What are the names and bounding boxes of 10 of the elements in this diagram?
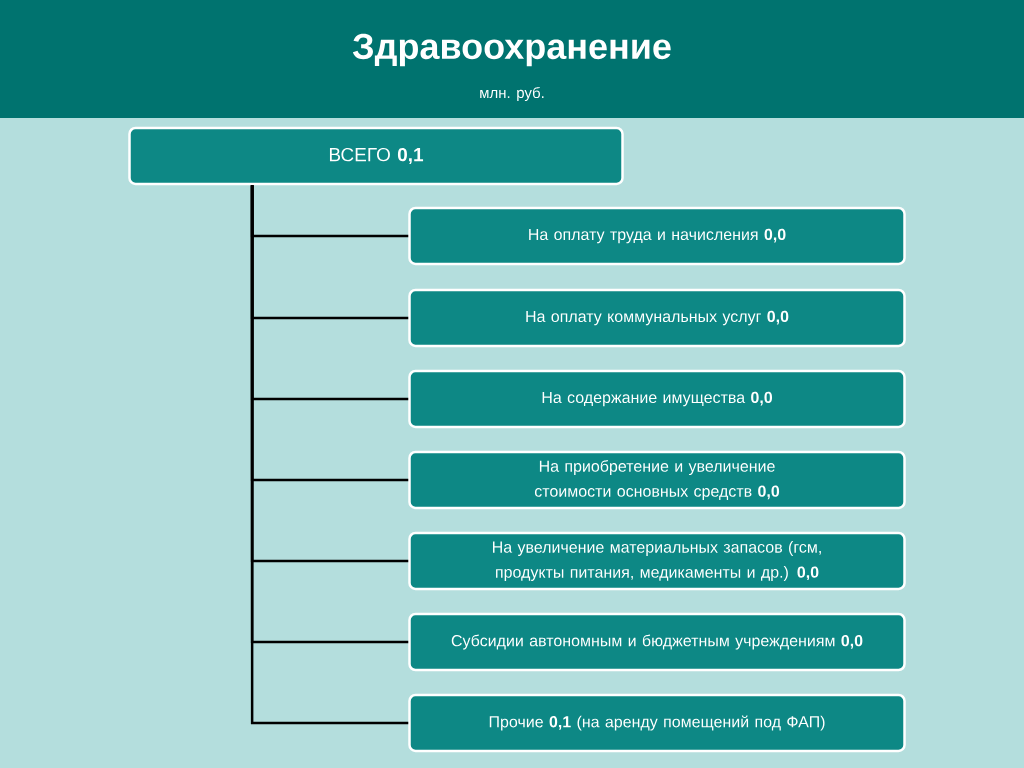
category-box: На приобретение и увеличение стоимости основных средств 0,0 [408,450,906,510]
unit-label: млн. руб. [480,86,544,102]
category-box: На увеличение материальных запасов (гсм, продукты питания, медикаменты и др.) 0,0 [408,531,906,591]
category-box: ВСЕГО 0,1 [128,126,624,186]
title: Здравоохранение [352,33,671,67]
category-box: Субсидии автономным и бюджетным учреждениям 0,0 [408,612,906,672]
category-box: Прочие 0,1 (на аренду помещений под ФАП) [408,693,906,753]
category-box: На оплату коммунальных услуг 0,0 [408,288,906,348]
category-box: На оплату труда и начисления 0,0 [408,206,906,266]
category-box: На содержание имущества 0,0 [408,369,906,429]
